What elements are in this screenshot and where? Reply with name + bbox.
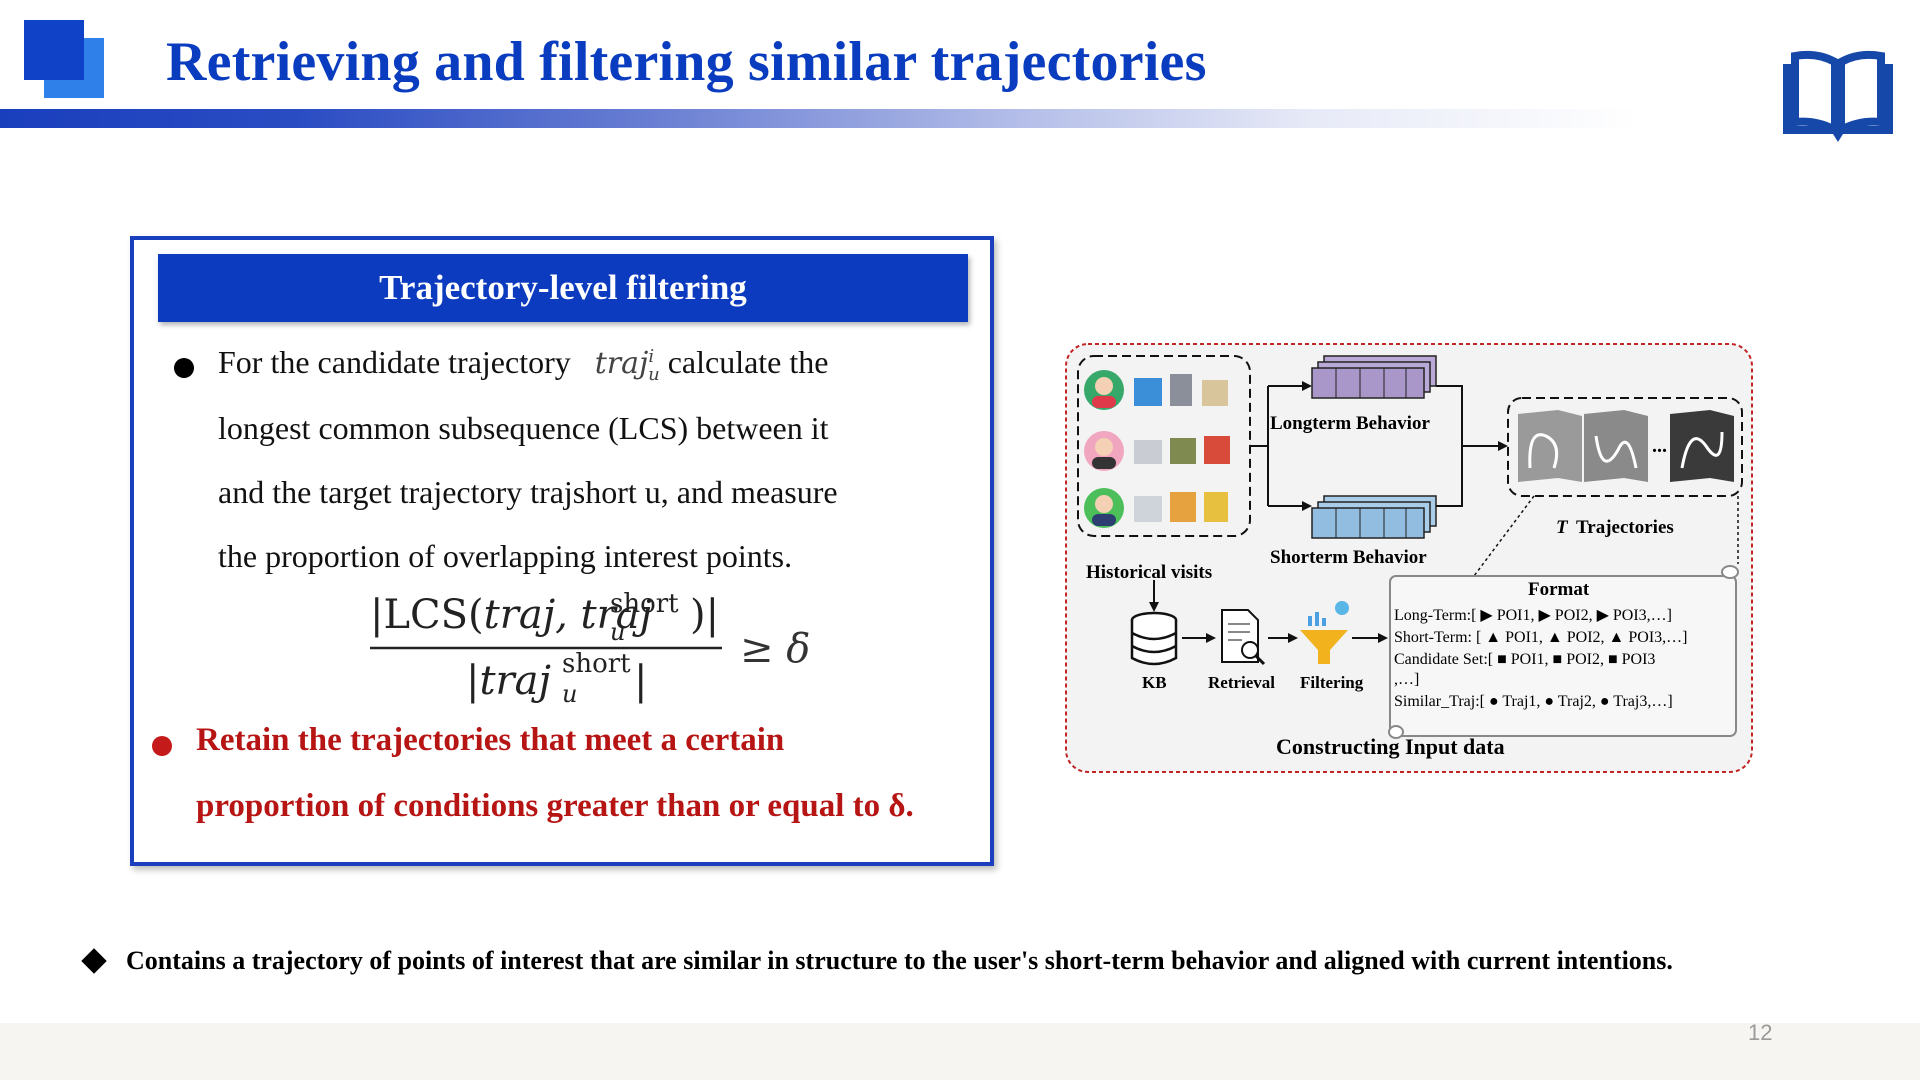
label-t: T bbox=[1556, 517, 1569, 538]
panel-heading: Trajectory-level filtering bbox=[158, 254, 968, 322]
bullet2-line2: proportion of conditions greater than or… bbox=[196, 788, 914, 824]
svg-text:|traj: |traj bbox=[466, 658, 551, 704]
bullet1-line3: and the target trajectory trajshort u, a… bbox=[218, 474, 838, 510]
label-kb: KB bbox=[1142, 673, 1167, 692]
longterm-sequence bbox=[1311, 355, 1437, 399]
label-ellipsis: ... bbox=[1652, 435, 1667, 457]
document-search-icon bbox=[1221, 609, 1266, 666]
label-historical: Historical visits bbox=[1086, 562, 1212, 583]
bullet1-line2: longest common subsequence (LCS) between… bbox=[218, 410, 829, 446]
traj-math: trajiu bbox=[594, 346, 660, 385]
summary-note: Contains a trajectory of points of inter… bbox=[126, 946, 1673, 975]
label-trajectories: Trajectories bbox=[1576, 517, 1674, 538]
formula-sup: short bbox=[610, 590, 679, 619]
formula-sub: u bbox=[610, 618, 625, 646]
format-line-1: Short-Term: [ ▲ POI1, ▲ POI2, ▲ POI3,…] bbox=[1394, 629, 1687, 646]
bullet-dot bbox=[174, 358, 194, 378]
title-gradient-bar bbox=[0, 109, 1640, 128]
funnel-icon bbox=[1300, 601, 1349, 664]
formula-rel: ≥ δ bbox=[740, 626, 810, 672]
svg-text:|LCS(traj, traj: |LCS(traj, traj bbox=[370, 592, 652, 638]
footer-band bbox=[0, 1023, 1920, 1080]
formula-den-sup: short bbox=[562, 649, 631, 679]
building-icon bbox=[1134, 374, 1230, 522]
formula-den-open: | bbox=[466, 658, 479, 704]
input-construction-diagram: Historical visits Longterm Behavior Shor… bbox=[1065, 343, 1753, 773]
format-line-0: Long-Term:[ ▶ POI1, ▶ POI2, ▶ POI3,…] bbox=[1394, 607, 1672, 624]
shortterm-sequence bbox=[1311, 495, 1437, 539]
label-retrieval: Retrieval bbox=[1208, 673, 1275, 692]
format-scroll bbox=[1388, 565, 1739, 739]
format-line-4: Similar_Traj:[ ● Traj1, ● Traj2, ● Traj3… bbox=[1394, 693, 1673, 710]
bullet-dot-red bbox=[152, 736, 172, 756]
label-filtering: Filtering bbox=[1300, 673, 1364, 692]
formula-num-a: traj, traj bbox=[484, 592, 652, 638]
format-line-2: Candidate Set:[ ■ POI1, ■ POI2, ■ POI3 bbox=[1394, 651, 1655, 668]
label-format: Format bbox=[1528, 579, 1590, 600]
diamond-bullet-icon bbox=[81, 948, 107, 974]
formula-den-sub: u bbox=[562, 680, 577, 708]
page-number: 12 bbox=[1748, 1020, 1773, 1045]
label-longterm: Longterm Behavior bbox=[1270, 413, 1430, 434]
formula-den-a: traj bbox=[479, 658, 550, 704]
svg-text:T Trajectories: T Trajectories bbox=[1556, 517, 1674, 538]
label-constructing: Constructing Input data bbox=[1276, 734, 1505, 759]
format-line-3: ,…] bbox=[1394, 671, 1419, 688]
formula-den-close: | bbox=[634, 658, 647, 704]
user-avatar-icon bbox=[1084, 488, 1124, 528]
user-avatar-icon bbox=[1084, 370, 1124, 410]
bullet2-line1: Retain the trajectories that meet a cert… bbox=[196, 722, 785, 758]
slide-title: Retrieving and filtering similar traject… bbox=[166, 31, 1207, 93]
trajectory-map-icon bbox=[1518, 410, 1734, 482]
database-icon bbox=[1130, 611, 1178, 666]
book-icon bbox=[1783, 50, 1893, 142]
logo-square-front bbox=[24, 20, 84, 80]
formula-num-open: |LCS( bbox=[370, 592, 484, 638]
lcs-formula: |LCS(traj, traj short u )| |traj short u… bbox=[370, 590, 810, 708]
user-avatar-icon bbox=[1084, 431, 1124, 471]
bullet1-line1: For the candidate trajectory trajiu calc… bbox=[218, 344, 829, 385]
filtering-panel: Trajectory-level filtering For the candi… bbox=[130, 236, 994, 866]
bullet1-line4: the proportion of overlapping interest p… bbox=[218, 538, 793, 574]
formula-num-close: )| bbox=[690, 592, 719, 638]
label-shorterm: Shorterm Behavior bbox=[1270, 547, 1427, 568]
